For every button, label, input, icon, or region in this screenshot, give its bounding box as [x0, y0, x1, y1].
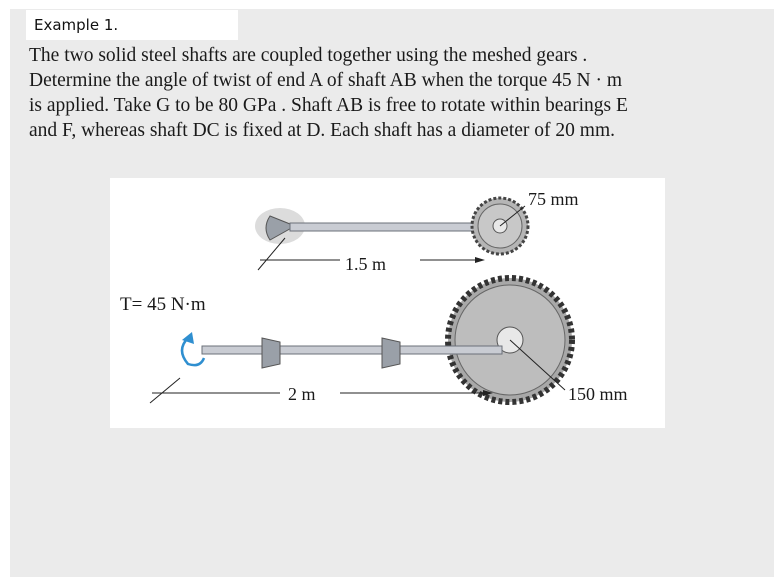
problem-line-2: Determine the angle of twist of end A of… — [29, 70, 622, 91]
dim-dc-label: 1.5 m — [345, 254, 386, 274]
dim-ab-extension-left — [149, 377, 181, 404]
bearing-e — [261, 337, 281, 369]
shaft-ab — [201, 345, 503, 355]
problem-statement: The two solid steel shafts are coupled t… — [29, 43, 759, 143]
dim-ab-label: 2 m — [288, 384, 316, 404]
shaft-dc — [289, 222, 491, 232]
torque-arrowhead — [182, 332, 194, 344]
radius-small-label: 75 mm — [528, 189, 579, 209]
dim-dc-extension-left — [257, 237, 286, 271]
problem-line-4: and F, whereas shaft DC is fixed at D. E… — [29, 120, 615, 141]
torque-label: T= 45 N·m — [120, 294, 206, 315]
gear-shaft-figure: 1.5 m 75 mm 150 mm T= 45 N·m 2 m — [110, 178, 665, 428]
problem-line-1: The two solid steel shafts are coupled t… — [29, 45, 588, 66]
example-label: Example 1. — [26, 10, 238, 40]
radius-large-label: 150 mm — [568, 384, 628, 404]
figure-background — [110, 178, 665, 428]
radius-large-leader — [509, 339, 566, 391]
bearing-f — [381, 337, 401, 369]
radius-small-leader — [499, 205, 526, 227]
dim-ab-arrowhead — [483, 390, 493, 396]
torque-arrow — [180, 337, 206, 367]
fixed-support-d — [265, 215, 297, 241]
dim-dc-arrowhead — [475, 257, 485, 263]
problem-line-3: is applied. Take G to be 80 GPa . Shaft … — [29, 95, 628, 116]
